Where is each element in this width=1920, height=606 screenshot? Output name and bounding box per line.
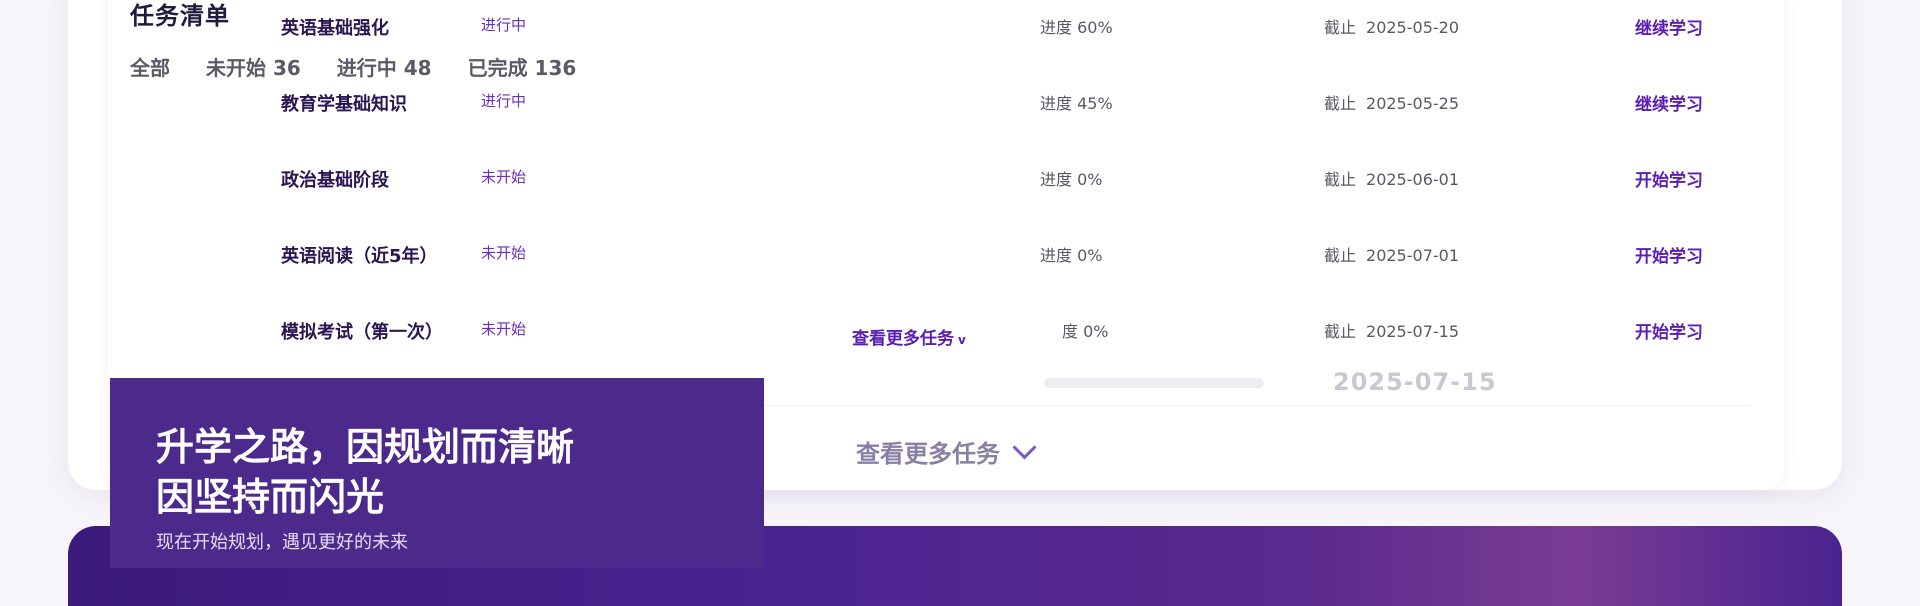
task-deadline: 截止 2025-07-01: [1324, 242, 1459, 266]
deadline-date: 2025-05-20: [1366, 18, 1459, 37]
section-title: 任务清单: [130, 2, 230, 30]
divider: [260, 405, 1750, 406]
task-status-badge: 进行中: [481, 92, 527, 110]
view-more-label: 查看更多任务: [856, 440, 1000, 468]
task-row: 模拟考试（第一次） 未开始 度 0% 截止 2025-07-15 开始学习: [0, 318, 1920, 358]
task-deadline: 截止 2025-05-25: [1324, 90, 1459, 114]
task-row: 英语阅读（近5年） 未开始 进度 0% 截止 2025-07-01 开始学习: [0, 242, 1920, 282]
deadline-date: 2025-06-01: [1366, 170, 1459, 189]
hero-title: 升学之路，因规划而清晰 因坚持而闪光: [156, 425, 575, 519]
hero-panel: 升学之路，因规划而清晰 因坚持而闪光 现在开始规划，遇见更好的未来: [110, 378, 764, 568]
task-name: 教育学基础知识: [281, 94, 407, 115]
chevron-down-icon: v: [958, 333, 966, 347]
filter-completed[interactable]: 已完成 136: [467, 56, 577, 80]
deadline-label: 截止: [1324, 246, 1357, 265]
continue-learning-button[interactable]: 继续学习: [1635, 19, 1703, 39]
start-learning-button[interactable]: 开始学习: [1635, 323, 1703, 343]
task-deadline: 截止 2025-07-15: [1324, 318, 1459, 342]
task-status-badge: 未开始: [481, 244, 527, 262]
deadline-date: 2025-07-15: [1366, 322, 1459, 341]
hero-subtitle: 现在开始规划，遇见更好的未来: [156, 532, 408, 553]
task-name: 英语基础强化: [281, 18, 389, 39]
start-learning-button[interactable]: 开始学习: [1635, 171, 1703, 191]
task-status-badge: 未开始: [481, 168, 527, 186]
task-name: 英语阅读（近5年）: [281, 246, 438, 267]
deadline-label: 截止: [1324, 18, 1357, 37]
progress-bar-ghost: [1044, 378, 1264, 388]
start-learning-button[interactable]: 开始学习: [1635, 247, 1703, 267]
task-status-badge: 未开始: [481, 320, 527, 338]
deadline-date: 2025-05-25: [1366, 94, 1459, 113]
chevron-down-icon: [1012, 435, 1037, 460]
task-deadline: 截止 2025-05-20: [1324, 14, 1459, 38]
view-more-label: 查看更多任务: [852, 329, 954, 349]
task-progress: 度 0%: [1062, 322, 1109, 341]
task-deadline: 截止 2025-06-01: [1324, 166, 1459, 190]
task-row: 教育学基础知识 进行中 进度 45% 截止 2025-05-25 继续学习: [0, 90, 1920, 130]
continue-learning-button[interactable]: 继续学习: [1635, 95, 1703, 115]
task-row: 政治基础阶段 未开始 进度 0% 截止 2025-06-01 开始学习: [0, 166, 1920, 206]
filter-not-started[interactable]: 未开始 36: [206, 56, 301, 80]
task-filter-tabs: 全部 未开始 36 进行中 48 已完成 136: [130, 52, 576, 81]
task-progress: 进度 60%: [1040, 18, 1113, 37]
deadline-label: 截止: [1324, 94, 1357, 113]
task-status-badge: 进行中: [481, 16, 527, 34]
task-row: 英语基础强化 进行中 进度 60% 截止 2025-05-20 继续学习: [0, 14, 1920, 54]
task-progress: 进度 45%: [1040, 94, 1113, 113]
task-name: 模拟考试（第一次）: [281, 322, 443, 343]
view-more-tasks-link[interactable]: 查看更多任务 v: [852, 324, 966, 349]
view-more-tasks-button[interactable]: 查看更多任务: [856, 434, 1037, 469]
filter-in-progress[interactable]: 进行中 48: [336, 56, 432, 80]
deadline-label: 截止: [1324, 322, 1357, 341]
task-progress: 进度 0%: [1040, 246, 1103, 265]
filter-all[interactable]: 全部: [130, 56, 170, 80]
deadline-label: 截止: [1324, 170, 1357, 189]
task-name: 政治基础阶段: [281, 170, 389, 191]
ghost-deadline-date: 2025-07-15: [1333, 368, 1497, 396]
task-progress: 进度 0%: [1040, 170, 1103, 189]
deadline-date: 2025-07-01: [1366, 246, 1459, 265]
